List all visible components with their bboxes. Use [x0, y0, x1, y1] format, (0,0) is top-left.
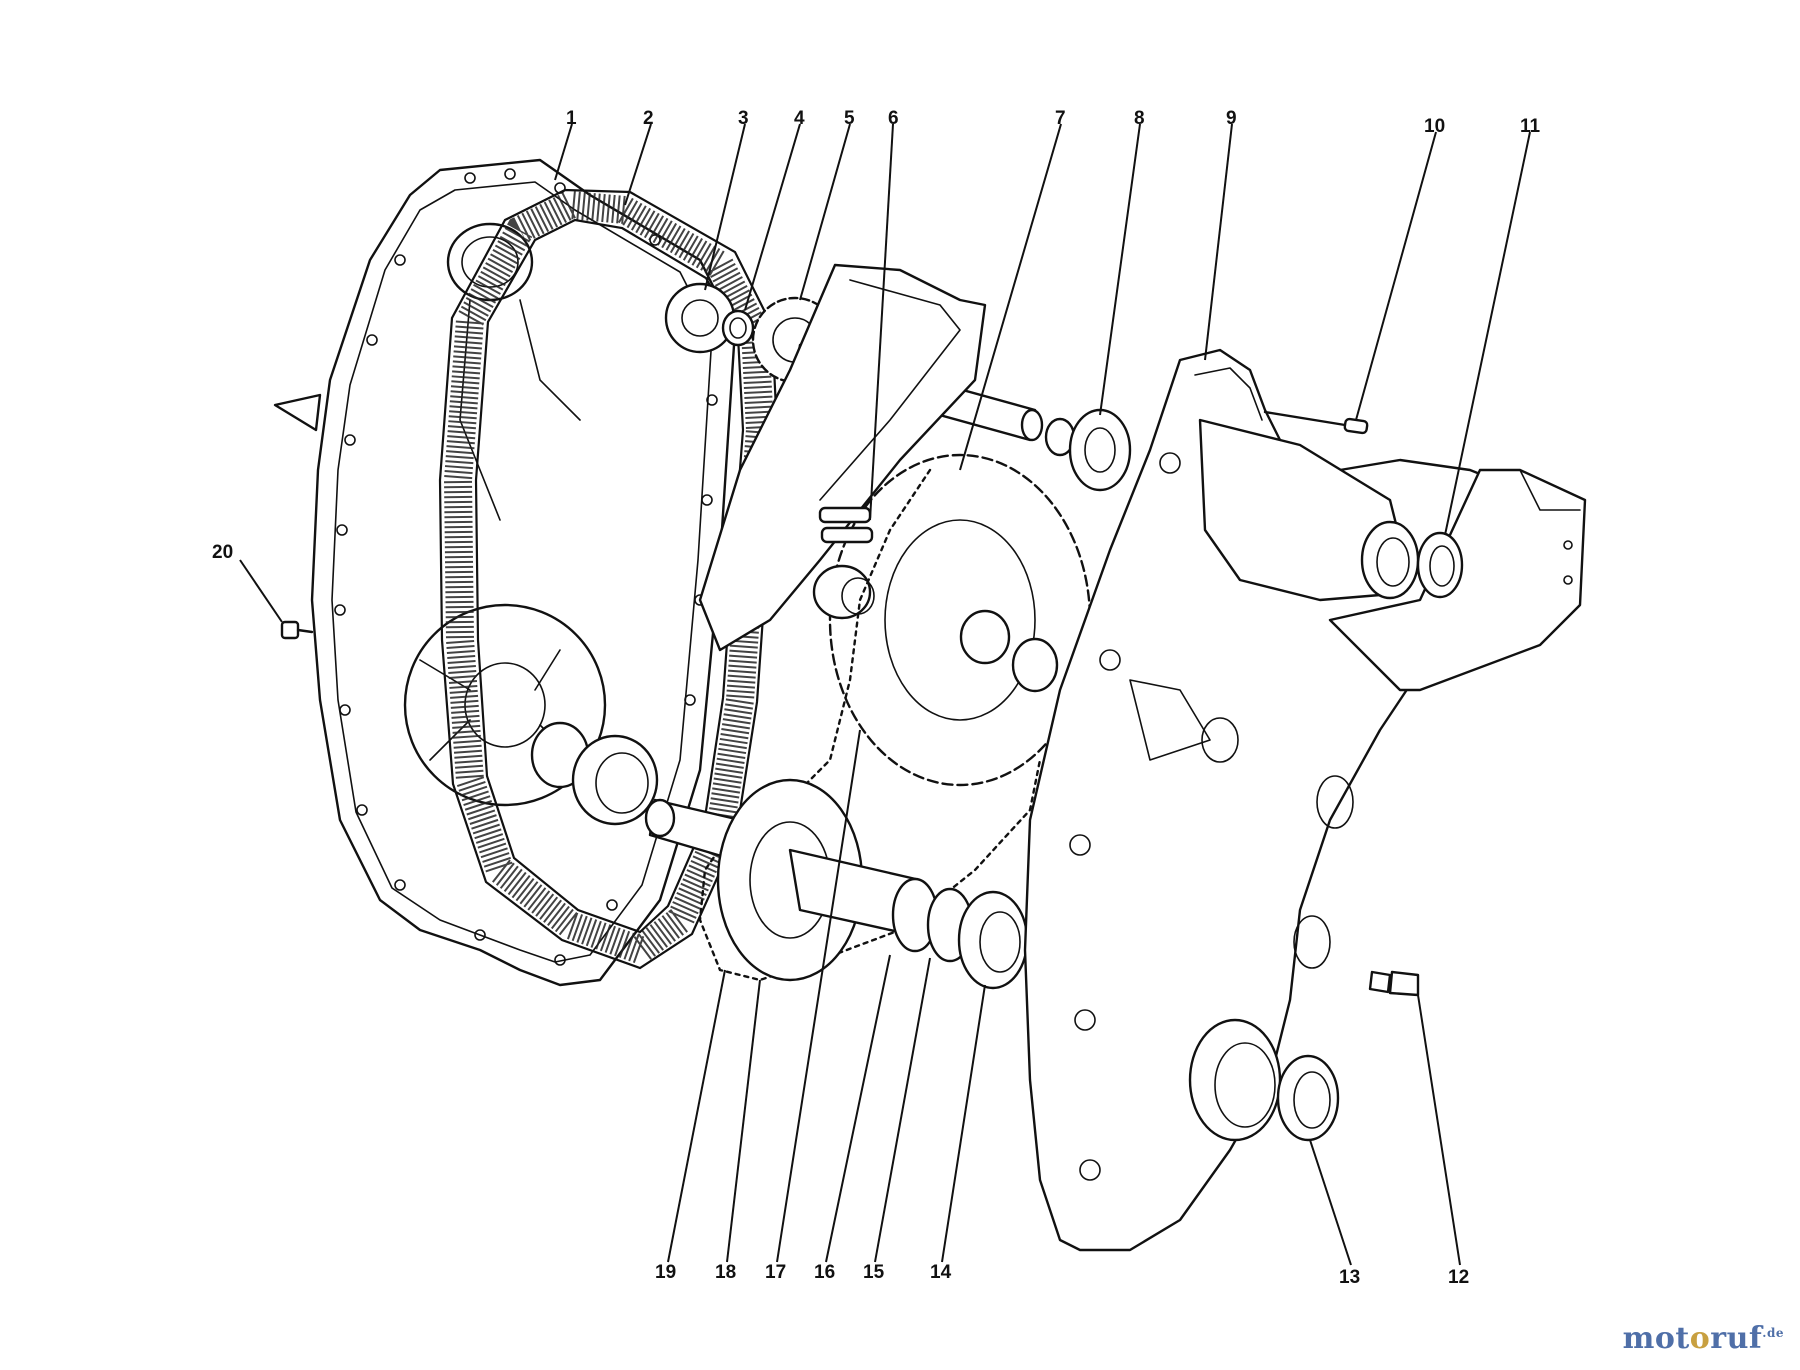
callout-12: 12 — [1448, 1267, 1469, 1288]
callout-labels: 1 2 3 4 5 6 7 8 9 10 11 12 13 14 15 16 1… — [212, 108, 1541, 1288]
lower-oil-seal — [1276, 1054, 1340, 1142]
callout-8: 8 — [1134, 108, 1145, 129]
callout-6: 6 — [888, 108, 899, 129]
lower-seal-and-bearing — [530, 721, 659, 826]
callout-4: 4 — [794, 108, 805, 129]
callout-15: 15 — [863, 1262, 885, 1283]
needle-bearing-small — [812, 564, 875, 620]
callout-13: 13 — [1339, 1267, 1360, 1288]
output-shaft — [788, 848, 1029, 990]
callout-9: 9 — [1226, 108, 1237, 129]
roller-chain — [698, 468, 1042, 982]
callout-14: 14 — [930, 1262, 952, 1283]
callout-1: 1 — [566, 108, 577, 129]
watermark-logo: motoruf.de — [1622, 1321, 1784, 1356]
outer-cover — [1023, 348, 1542, 1252]
master-link — [818, 506, 874, 544]
callout-19: 19 — [655, 1262, 676, 1283]
gear-housing-inner — [273, 158, 737, 987]
callout-7: 7 — [1055, 108, 1066, 129]
upper-bearing — [664, 282, 736, 354]
callout-18: 18 — [715, 1262, 736, 1283]
callout-16: 16 — [814, 1262, 835, 1283]
callout-3: 3 — [738, 108, 749, 129]
frame-bracket — [698, 263, 987, 652]
housing-screw — [280, 620, 314, 640]
callout-20: 20 — [212, 542, 233, 563]
upper-oil-seal — [1416, 531, 1464, 599]
callout-11: 11 — [1520, 116, 1541, 137]
leader-lines — [239, 123, 1531, 1266]
roll-pin — [1263, 410, 1369, 435]
callout-5: 5 — [844, 108, 855, 129]
callout-17: 17 — [765, 1262, 786, 1283]
hex-bolt — [1368, 970, 1420, 997]
callout-2: 2 — [643, 108, 654, 129]
callout-10: 10 — [1424, 116, 1445, 137]
upper-snap-ring — [721, 309, 755, 347]
